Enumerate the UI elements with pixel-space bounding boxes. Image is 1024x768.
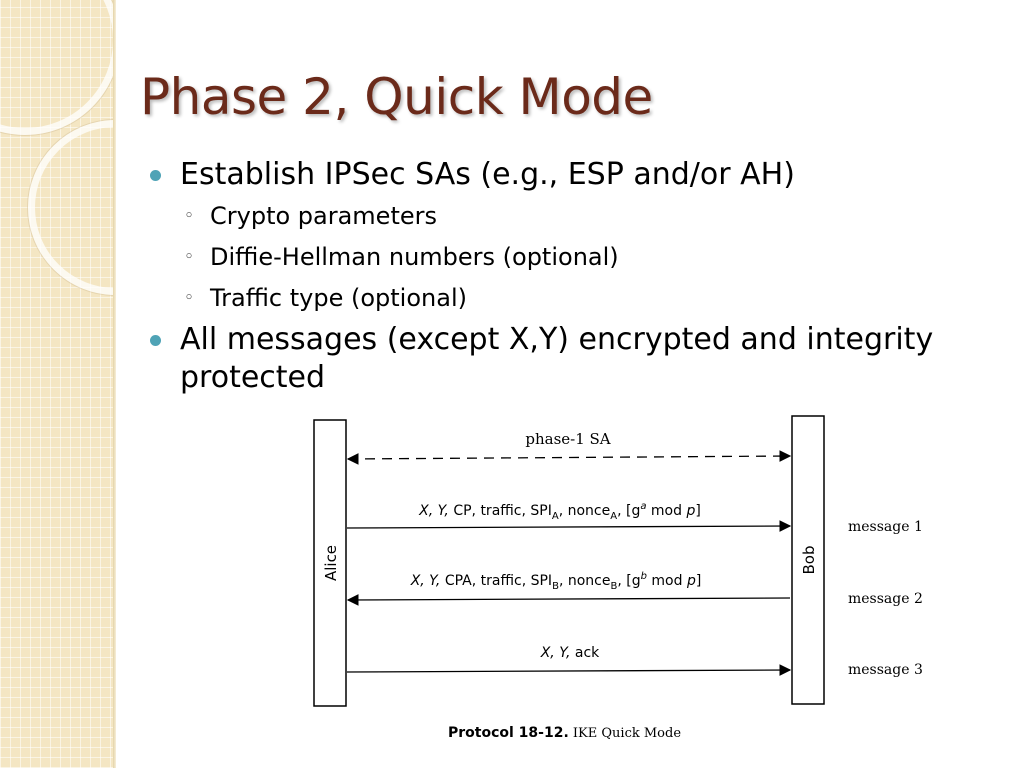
slide-title: Phase 2, Quick Mode <box>140 68 653 126</box>
diagram-caption: Protocol 18-12. IKE Quick Mode <box>448 725 681 741</box>
message-3-arrow <box>346 664 792 676</box>
side-strip-edge <box>113 0 116 768</box>
bullet-item: Establish IPSec SAs (e.g., ESP and/or AH… <box>150 156 1010 194</box>
message-3-label: message 3 <box>848 662 923 678</box>
sub-bullet-ring-icon: ◦ <box>184 206 195 226</box>
phase1-sa-label: phase-1 SA <box>525 430 610 448</box>
alice-label: Alice <box>322 545 340 581</box>
bullet-item: All messages (except X,Y) encrypted and … <box>150 321 1010 397</box>
sub-bullet-item: ◦ Crypto parameters <box>150 196 1010 237</box>
decorative-ring-bottom <box>28 120 113 295</box>
message-1-label: message 1 <box>848 519 923 535</box>
bullet-text: All messages (except X,Y) encrypted and … <box>180 322 934 395</box>
bob-lifeline-box <box>791 415 825 705</box>
sub-bullet-ring-icon: ◦ <box>184 288 195 308</box>
sub-bullet-text: Traffic type (optional) <box>210 284 467 312</box>
bullet-dot-icon <box>150 170 161 181</box>
sub-bullet-item: ◦ Traffic type (optional) <box>150 278 1010 319</box>
message-2-label: message 2 <box>848 591 923 607</box>
protocol-diagram: Alice Bob phase-1 SA X, Y, CP, traffic, … <box>313 415 923 741</box>
sub-bullet-list: ◦ Crypto parameters ◦ Diffie-Hellman num… <box>150 196 1010 319</box>
sub-bullet-ring-icon: ◦ <box>184 247 195 267</box>
sub-bullet-item: ◦ Diffie-Hellman numbers (optional) <box>150 237 1010 278</box>
bob-label: Bob <box>800 546 818 575</box>
decorative-side-strip <box>0 0 113 768</box>
bullet-dot-icon <box>150 335 161 346</box>
sub-bullet-text: Crypto parameters <box>210 202 437 230</box>
bullet-text: Establish IPSec SAs (e.g., ESP and/or AH… <box>180 157 795 192</box>
sub-bullet-text: Diffie-Hellman numbers (optional) <box>210 243 619 271</box>
decorative-ring-top <box>0 0 113 135</box>
message-1-content: X, Y, CP, traffic, SPIA, nonceA, [ga mod… <box>418 501 701 522</box>
phase1-sa-arrow <box>346 450 792 465</box>
message-3-content: X, Y, ack <box>540 645 600 661</box>
message-2-arrow <box>346 594 791 606</box>
message-2-content: X, Y, CPA, traffic, SPIB, nonceB, [gb mo… <box>410 571 702 592</box>
bullet-list: Establish IPSec SAs (e.g., ESP and/or AH… <box>150 156 1010 397</box>
message-1-arrow <box>346 520 792 532</box>
alice-lifeline-box <box>313 419 347 707</box>
